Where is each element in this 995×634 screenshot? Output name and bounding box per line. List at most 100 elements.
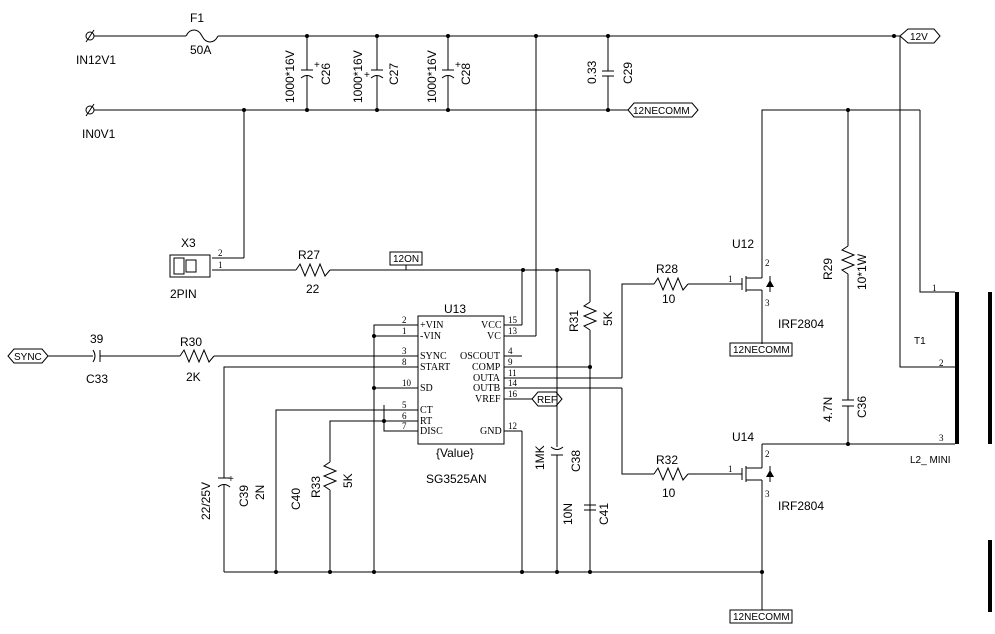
r27-ref: R27 [298, 248, 320, 262]
svg-text:6: 6 [402, 411, 407, 421]
svg-text:+: + [455, 60, 461, 71]
svg-text:2: 2 [765, 258, 770, 268]
connector-x3: 2 1 X3 2PIN [169, 110, 245, 301]
c39-ref: C39 [237, 485, 251, 507]
cap-c28-value: 1000*16V [425, 50, 439, 103]
resistor-r31: R31 5K [567, 270, 615, 572]
c40-ref: C40 [289, 488, 303, 510]
ic-u13-part: SG3525AN [426, 472, 487, 486]
ic-u13-left-pins: 2 +VIN 1 -VIN 3 SYNC 8 START 10 SD 5 CT … [374, 315, 450, 437]
r33-value: 5K [341, 473, 355, 488]
c33-ref: C33 [86, 372, 108, 386]
svg-text:2: 2 [765, 449, 770, 459]
c39-value: 22/25V [199, 482, 213, 520]
svg-text:7: 7 [402, 421, 407, 431]
r33-ref: R33 [309, 476, 323, 498]
connector-ref: X3 [181, 236, 196, 250]
c36-value: 4.7N [821, 397, 835, 422]
cap-c41: 10N C41 [561, 503, 611, 525]
net-flag-12on: 12ON [389, 251, 423, 270]
cap-c28: + 1000*16V C28 [425, 36, 473, 110]
svg-text:1: 1 [728, 464, 733, 474]
wire-u12-drain [761, 109, 848, 260]
r32-value: 10 [662, 486, 676, 500]
svg-text:OUTA: OUTA [473, 373, 501, 384]
r29-ref: R29 [821, 258, 835, 280]
svg-text:VREF: VREF [475, 394, 501, 405]
net-flag-ref: REF [531, 391, 563, 407]
cap-c29: 0.33 C29 [585, 36, 635, 110]
r30-ref: R30 [180, 335, 202, 349]
c41-value: 10N [561, 503, 575, 525]
cap-c27-ref: C27 [387, 63, 401, 85]
transformer-value: L2_ MINI [910, 455, 951, 466]
svg-text:GND: GND [480, 426, 502, 437]
svg-text:16: 16 [508, 389, 518, 399]
ic-u13-value: {Value} [436, 446, 474, 460]
svg-text:RT: RT [420, 416, 432, 427]
net-flag-12on-label: 12ON [393, 254, 419, 265]
svg-text:3: 3 [765, 298, 770, 308]
net-flag-comm-u12-label: 12NECOMM [733, 345, 790, 356]
fuse-value: 50A [190, 43, 211, 57]
cap-c27-value: 1000*16V [351, 50, 365, 103]
svg-text:14: 14 [508, 378, 518, 388]
terminal-in12v-label: IN12V1 [76, 53, 116, 67]
ic-u13-right-pins: 15 VCC 13 VC 4 OSCOUT 9 COMP 11 OUTA 14 … [460, 315, 622, 437]
svg-text:1: 1 [728, 274, 733, 284]
wire-start [223, 366, 400, 478]
net-flag-12necomm-bottom: 12NECOMM [729, 609, 793, 624]
resistor-r28: R28 10 [653, 262, 689, 306]
cap-c26-value: 1000*16V [283, 50, 297, 103]
resistor-r27: R27 22 [295, 248, 331, 296]
transformer-ref: T1 [914, 336, 926, 347]
wire-t1-pin1 [919, 110, 948, 293]
x3-pin2: 2 [218, 248, 223, 258]
svg-text:10: 10 [402, 378, 412, 388]
svg-text:11: 11 [508, 368, 517, 378]
u14-ref: U14 [732, 430, 754, 444]
r29-value: 10*1W [855, 253, 869, 290]
u12-part: IRF2804 [778, 317, 824, 331]
svg-text:COMP: COMP [472, 362, 501, 373]
fuse-f1: F1 50A [185, 11, 219, 57]
cap-c28-ref: C28 [459, 63, 473, 85]
svg-text:+: + [228, 474, 234, 485]
svg-text:SYNC: SYNC [420, 351, 447, 362]
wire-disc [383, 405, 400, 432]
net-flag-sync: SYNC [7, 348, 49, 364]
c38-ref: C38 [569, 450, 583, 472]
net-flag-12v: 12V [899, 28, 941, 44]
svg-text:3: 3 [939, 433, 944, 443]
r28-value: 10 [662, 292, 676, 306]
svg-text:-VIN: -VIN [420, 331, 441, 342]
wire-outa [621, 283, 654, 378]
svg-text:+: + [364, 70, 370, 81]
ic-u13-ref: U13 [444, 302, 466, 316]
c40-value: 2N [253, 485, 267, 500]
net-flag-12v-label: 12V [910, 32, 928, 43]
cap-c27: + 1000*16V C27 [351, 36, 401, 110]
svg-text:OUTB: OUTB [473, 383, 501, 394]
r32-ref: R32 [656, 453, 678, 467]
cap-c29-ref: C29 [621, 62, 635, 84]
r28-ref: R28 [656, 262, 678, 276]
net-flag-12necomm-top: 12NECOMM [627, 102, 699, 118]
cap-c26: + 1000*16V C26 [283, 36, 333, 110]
c36-ref: C36 [855, 396, 869, 418]
svg-text:CT: CT [420, 405, 433, 416]
r31-value: 5K [601, 311, 615, 326]
ic-u13-body [417, 315, 505, 445]
svg-text:SD: SD [420, 383, 433, 394]
junctions-rails [242, 34, 896, 112]
svg-text:3: 3 [402, 346, 407, 356]
svg-text:1: 1 [402, 326, 407, 336]
wire-ct [275, 409, 400, 572]
svg-text:2: 2 [939, 358, 944, 368]
c38-value: 1MK [533, 445, 547, 470]
wire-outb [621, 388, 654, 475]
cap-c36: 4.7N C36 [821, 396, 869, 444]
terminal-in0v-label: IN0V1 [82, 127, 116, 141]
svg-text:+VIN: +VIN [420, 320, 443, 331]
fuse-ref: F1 [190, 11, 204, 25]
